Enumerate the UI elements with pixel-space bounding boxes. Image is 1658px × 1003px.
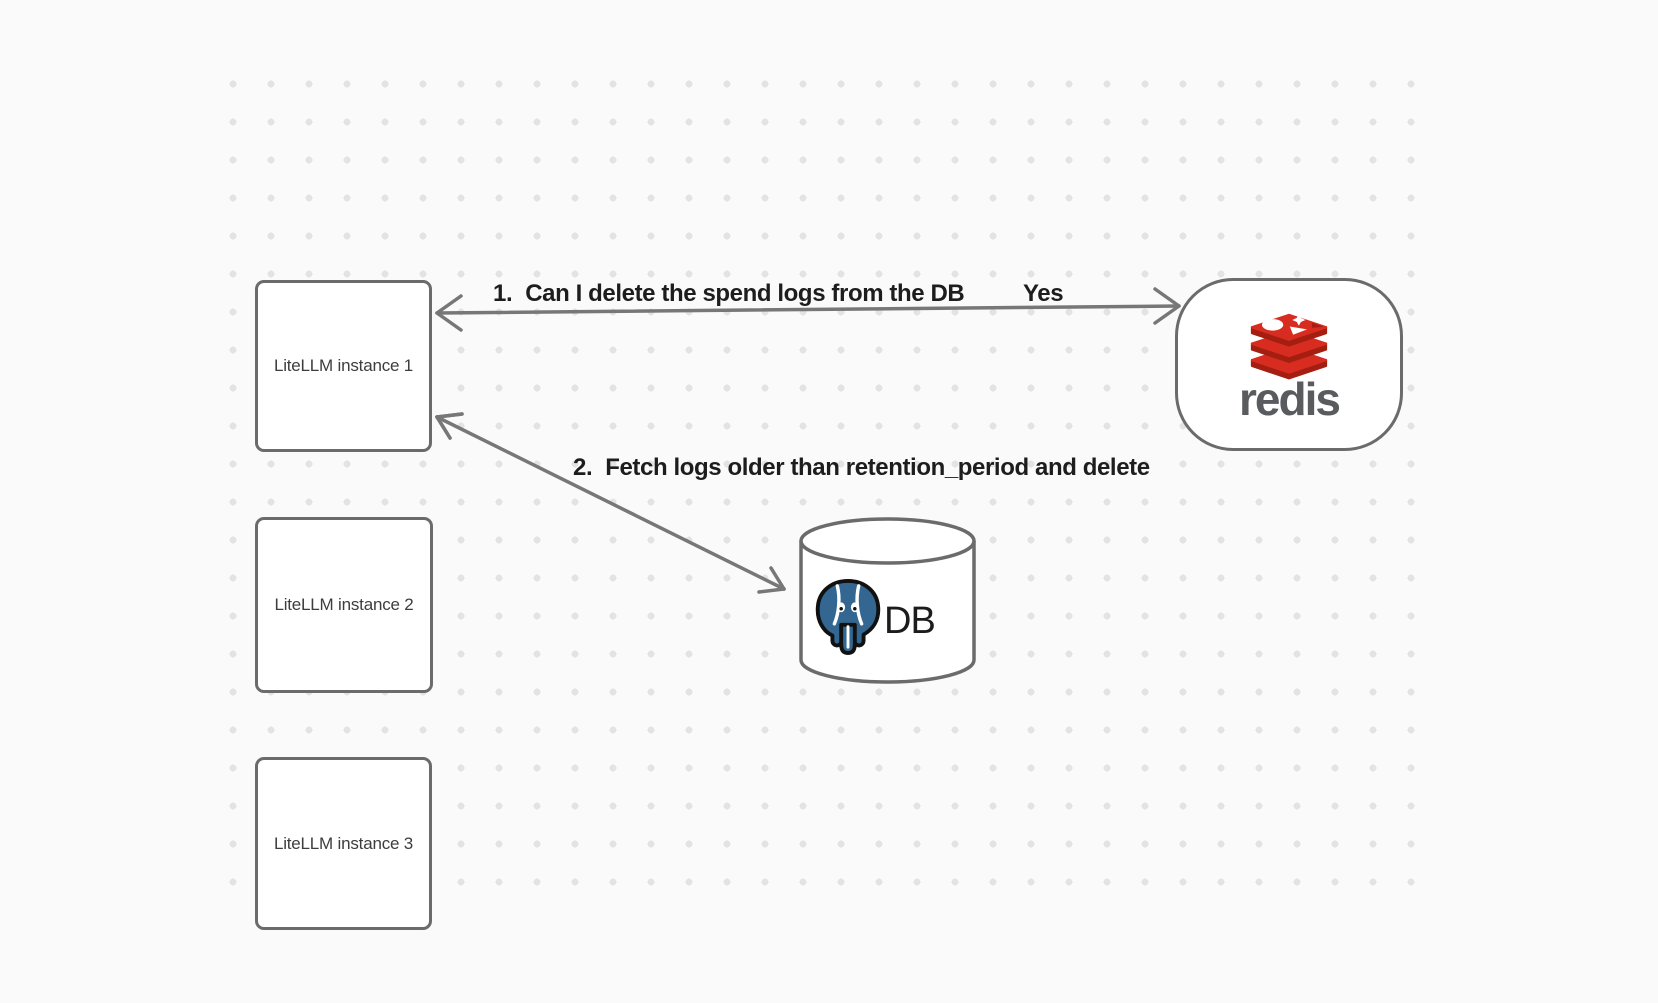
- edge-response-yes: Yes: [1023, 280, 1064, 307]
- edge-label-delete-question: 1. Can I delete the spend logs from the D…: [493, 280, 965, 309]
- node-database: DB: [798, 516, 977, 686]
- node-litellm-instance-3: LiteLLM instance 3: [255, 757, 432, 930]
- postgresql-elephant-icon: [815, 579, 881, 655]
- redis-top-shapes: [1261, 313, 1308, 335]
- node-litellm-instance-2: LiteLLM instance 2: [255, 517, 433, 693]
- elephant-pupil: [839, 606, 843, 611]
- edge-label-text: Can I delete the spend logs from the DB: [525, 280, 965, 307]
- redis-stack-icon: [1250, 313, 1328, 379]
- node-litellm-instance-1: LiteLLM instance 1: [255, 280, 432, 452]
- edge-label-text: Fetch logs older than retention_period a…: [605, 454, 1150, 481]
- node-redis: redis: [1175, 278, 1403, 451]
- node-label: LiteLLM instance 2: [274, 595, 414, 614]
- node-label: LiteLLM instance 1: [273, 356, 414, 375]
- node-label: LiteLLM instance 3: [273, 833, 414, 853]
- edge-label-fetch-logs: 2. Fetch logs older than retention_period…: [573, 454, 1150, 483]
- edge-label-number: 1.: [493, 280, 513, 307]
- db-label: DB: [884, 600, 936, 642]
- redis-wordmark: redis: [1239, 372, 1341, 425]
- edge-label-number: 2.: [573, 454, 593, 481]
- elephant-pupil: [853, 606, 857, 611]
- redis-notch: [1311, 322, 1324, 328]
